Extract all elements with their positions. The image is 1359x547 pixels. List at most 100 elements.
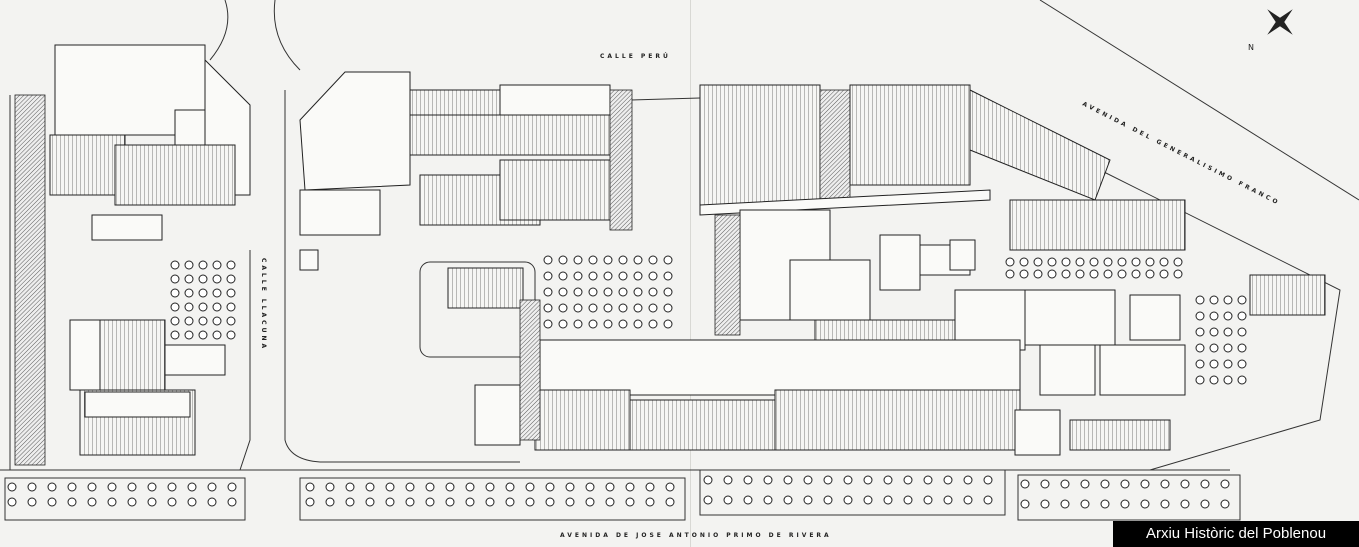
tree-icon: [648, 271, 658, 281]
tree-icon: [1200, 499, 1210, 509]
tree-icon: [1140, 479, 1150, 489]
tree-icon: [843, 475, 853, 485]
tree-icon: [325, 482, 335, 492]
tree-icon: [127, 497, 137, 507]
tree-icon: [558, 287, 568, 297]
tree-icon: [345, 482, 355, 492]
tree-icon: [625, 497, 635, 507]
tree-icon: [465, 482, 475, 492]
tree-icon: [763, 495, 773, 505]
tree-icon: [212, 316, 222, 326]
tree-icon: [585, 482, 595, 492]
tree-icon: [843, 495, 853, 505]
tree-icon: [823, 495, 833, 505]
tree-icon: [7, 497, 17, 507]
tree-icon: [1075, 269, 1085, 279]
tree-icon: [603, 303, 613, 313]
tree-icon: [1220, 499, 1230, 509]
tree-icon: [703, 475, 713, 485]
tree-icon: [763, 475, 773, 485]
tree-icon: [184, 274, 194, 284]
tree-icon: [226, 274, 236, 284]
tree-icon: [943, 475, 953, 485]
tree-icon: [226, 316, 236, 326]
tree-icon: [167, 497, 177, 507]
tree-icon: [543, 287, 553, 297]
tree-icon: [107, 497, 117, 507]
tree-icon: [1209, 295, 1219, 305]
compass-rose-icon: N: [1248, 9, 1293, 52]
tree-icon: [198, 316, 208, 326]
tree-icon: [743, 495, 753, 505]
tree-icon: [27, 497, 37, 507]
tree-icon: [663, 303, 673, 313]
tree-icon: [723, 495, 733, 505]
tree-icon: [1209, 359, 1219, 369]
tree-icon: [665, 497, 675, 507]
tree-icon: [147, 482, 157, 492]
tree-icon: [1033, 257, 1043, 267]
tree-icon: [1103, 257, 1113, 267]
tree-icon: [633, 319, 643, 329]
tree-icon: [645, 497, 655, 507]
tree-rows: [7, 255, 1247, 509]
tree-icon: [1019, 269, 1029, 279]
tree-icon: [618, 287, 628, 297]
tree-icon: [543, 271, 553, 281]
tree-icon: [923, 495, 933, 505]
tree-icon: [603, 287, 613, 297]
tree-icon: [588, 287, 598, 297]
tree-icon: [1019, 257, 1029, 267]
tree-icon: [1220, 479, 1230, 489]
tree-icon: [573, 303, 583, 313]
tree-icon: [167, 482, 177, 492]
tree-icon: [227, 482, 237, 492]
tree-icon: [545, 482, 555, 492]
tree-icon: [605, 482, 615, 492]
tree-icon: [1209, 343, 1219, 353]
tree-icon: [226, 330, 236, 340]
tree-icon: [1020, 499, 1030, 509]
tree-icon: [184, 260, 194, 270]
tree-icon: [1195, 295, 1205, 305]
tree-icon: [883, 495, 893, 505]
tree-icon: [1089, 269, 1099, 279]
paper-fold: [690, 0, 691, 547]
tree-icon: [1005, 269, 1015, 279]
tree-icon: [863, 475, 873, 485]
tree-icon: [198, 288, 208, 298]
tree-icon: [1033, 269, 1043, 279]
tree-icon: [1173, 257, 1183, 267]
street-lines: [0, 0, 1359, 521]
tree-icon: [1223, 295, 1233, 305]
tree-icon: [1075, 257, 1085, 267]
tree-icon: [863, 495, 873, 505]
tree-icon: [198, 330, 208, 340]
tree-icon: [207, 497, 217, 507]
tree-icon: [1060, 479, 1070, 489]
tree-icon: [558, 303, 568, 313]
tree-icon: [425, 482, 435, 492]
tree-icon: [184, 316, 194, 326]
tree-icon: [573, 287, 583, 297]
tree-icon: [1047, 269, 1057, 279]
tree-icon: [1200, 479, 1210, 489]
tree-icon: [1209, 327, 1219, 337]
tree-icon: [1160, 479, 1170, 489]
tree-icon: [1195, 311, 1205, 321]
tree-icon: [1223, 343, 1233, 353]
street-label-avenida-jose-antonio: AVENIDA DE JOSE ANTONIO PRIMO DE RIVERA: [560, 532, 832, 539]
tree-icon: [184, 302, 194, 312]
tree-icon: [663, 287, 673, 297]
tree-icon: [1223, 375, 1233, 385]
tree-icon: [198, 302, 208, 312]
tree-icon: [170, 302, 180, 312]
tree-icon: [558, 319, 568, 329]
tree-icon: [558, 255, 568, 265]
tree-icon: [1131, 269, 1141, 279]
tree-icon: [588, 271, 598, 281]
tree-icon: [618, 319, 628, 329]
tree-icon: [558, 271, 568, 281]
tree-icon: [1117, 257, 1127, 267]
